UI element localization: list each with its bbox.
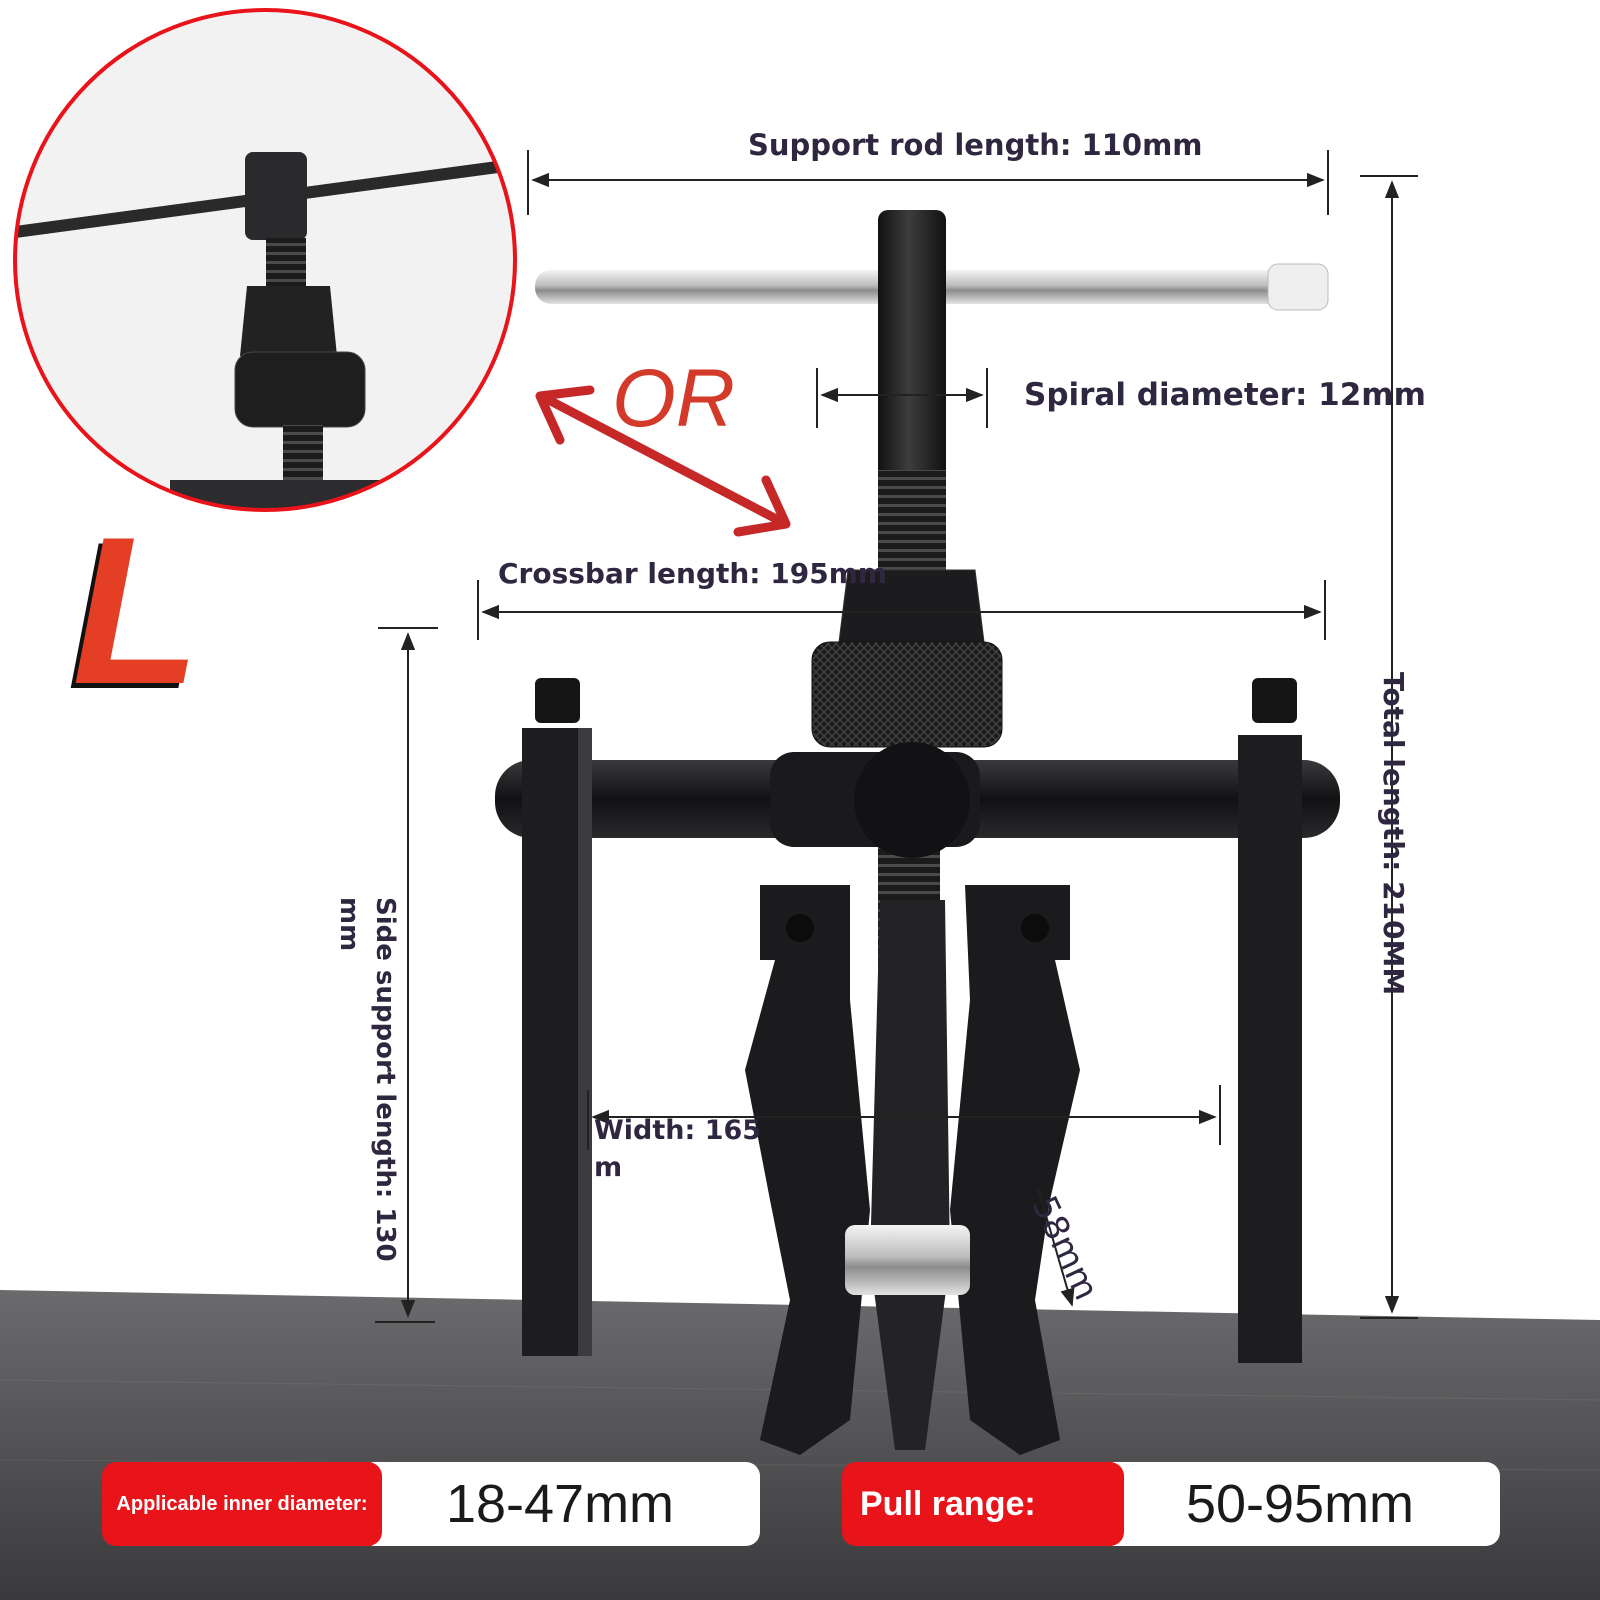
jaws	[745, 885, 1080, 1455]
side-support-label-line2: mm	[334, 897, 364, 952]
or-label: OR	[612, 353, 735, 444]
pull-range-label: Pull range:	[860, 1484, 1036, 1523]
size-letter: L	[72, 493, 201, 728]
inner-diameter-label: Applicable inner diameter:	[116, 1492, 368, 1515]
pull-range-value: 50-95mm	[1100, 1462, 1500, 1546]
inner-diameter-value: 18-47mm	[360, 1462, 760, 1546]
side-supports	[522, 678, 1302, 1363]
inset-detail	[13, 8, 517, 512]
side-support-label-line1: Side support length: 130	[370, 897, 400, 1262]
crossbar	[495, 742, 1340, 858]
or-arrow	[535, 385, 791, 537]
pull-range-badge: Pull range:	[842, 1462, 1124, 1546]
total-length-label: Total length: 210MM	[1377, 672, 1410, 996]
inner-diameter-badge: Applicable inner diameter:	[102, 1462, 382, 1546]
dimension-lines	[375, 150, 1418, 1323]
support-rod-label: Support rod length: 110mm	[748, 128, 1203, 162]
width-label-line2: m	[594, 1152, 623, 1183]
crossbar-label: Crossbar length: 195mm	[498, 557, 888, 590]
spiral-diameter-label: Spiral diameter: 12mm	[1024, 377, 1426, 413]
width-label-line1: Width: 165	[594, 1115, 762, 1146]
